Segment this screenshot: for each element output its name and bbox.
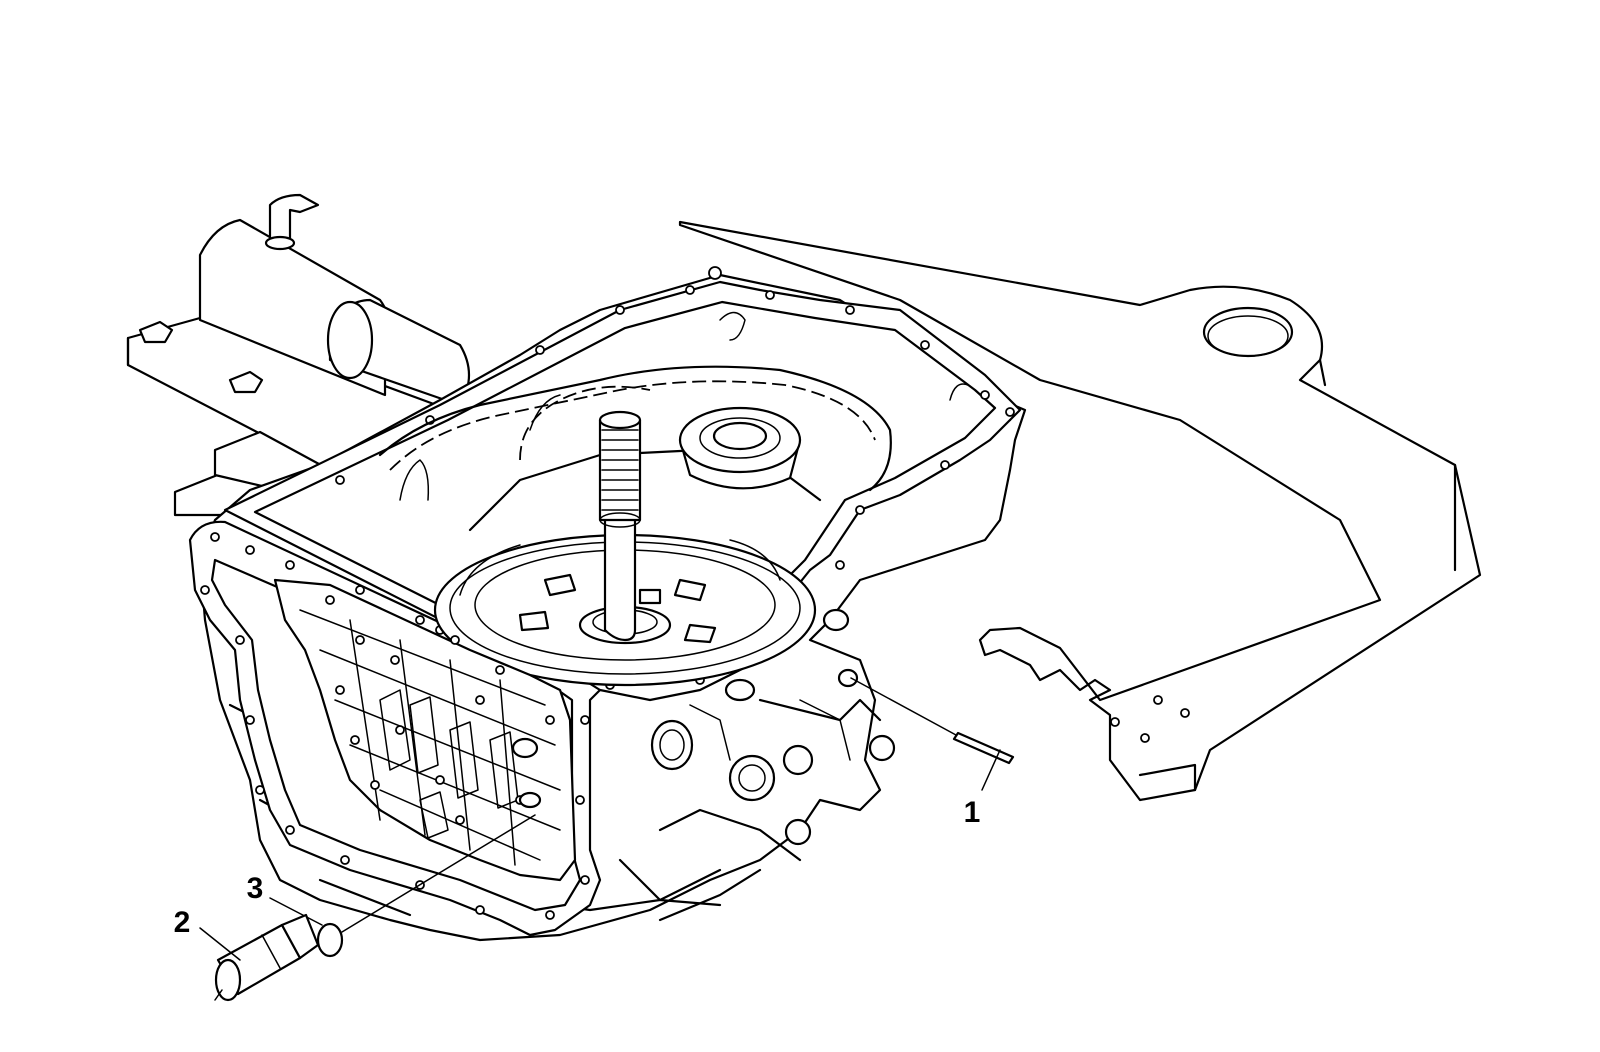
cylinder-end	[326, 300, 374, 380]
part-3-o-ring	[316, 922, 344, 958]
callout-3: 3	[247, 872, 264, 905]
callout-1: 1	[964, 796, 981, 829]
callout-2: 2	[174, 906, 191, 939]
valve-body	[273, 578, 577, 882]
fixture-hole	[1180, 708, 1190, 718]
differential-bearing	[678, 406, 802, 490]
input-shaft	[598, 410, 642, 642]
leader-lines	[199, 677, 1015, 1002]
fixture-hole	[1110, 717, 1120, 727]
case-side-ports	[618, 608, 896, 922]
fixture-hole	[1140, 733, 1150, 743]
fixture-hole	[1153, 695, 1163, 705]
part-2-solenoid	[214, 913, 320, 1002]
holding-fixture-plate	[678, 220, 1482, 802]
part-1-pin	[952, 731, 1015, 765]
case-interior	[378, 311, 969, 532]
